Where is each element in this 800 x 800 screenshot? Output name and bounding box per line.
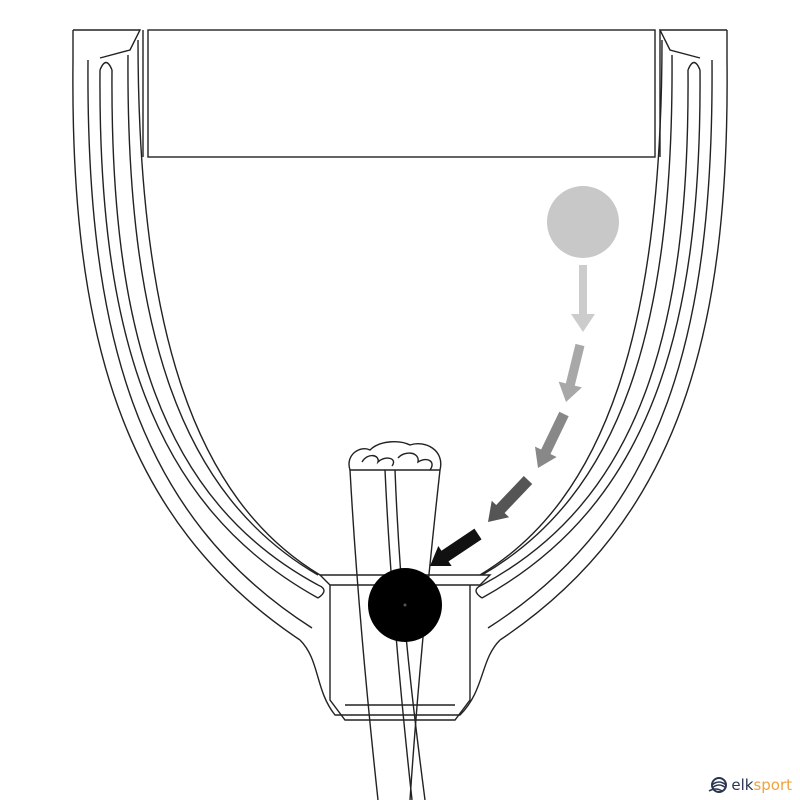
- base-inner: [329, 585, 471, 721]
- launcher-bar: [147, 29, 656, 158]
- frame-right-top: [658, 29, 727, 59]
- motion-arrow-2: [558, 343, 585, 402]
- frame-left-inner: [137, 39, 321, 576]
- motion-arrow-4: [488, 476, 533, 522]
- motion-arrow-3: [534, 411, 569, 468]
- frame-left-outer: [72, 30, 301, 641]
- frame-right-line-2: [487, 59, 713, 629]
- frame-left-line-4: [111, 69, 319, 586]
- frame-right-line-3: [481, 69, 701, 599]
- frame-left-top: [73, 29, 142, 59]
- frame-right-outer: [499, 30, 728, 641]
- globe-logo-icon: [708, 777, 728, 793]
- motion-arrow-1: [571, 265, 595, 332]
- frame-right-inner: [479, 39, 663, 576]
- logo-text-sport: sport: [753, 776, 792, 794]
- frame-left-line-5: [127, 54, 319, 576]
- motion-arrow-5: [430, 528, 482, 566]
- frame-right-line-5: [481, 54, 673, 576]
- logo-text-elk: elk: [731, 776, 754, 794]
- arrow-shaft-left: [349, 469, 379, 800]
- frame-left-line-2: [87, 59, 313, 629]
- frame-left-line-3: [99, 69, 319, 599]
- elksport-logo: elksport: [708, 776, 792, 794]
- fletching: [348, 441, 442, 471]
- base-block: [299, 639, 501, 716]
- bottom-ledge: [318, 574, 492, 586]
- rest-frame: [72, 29, 728, 800]
- frame-right-line-4: [481, 69, 689, 586]
- motion-arrows: [430, 265, 595, 566]
- ball-start-position: [547, 186, 619, 258]
